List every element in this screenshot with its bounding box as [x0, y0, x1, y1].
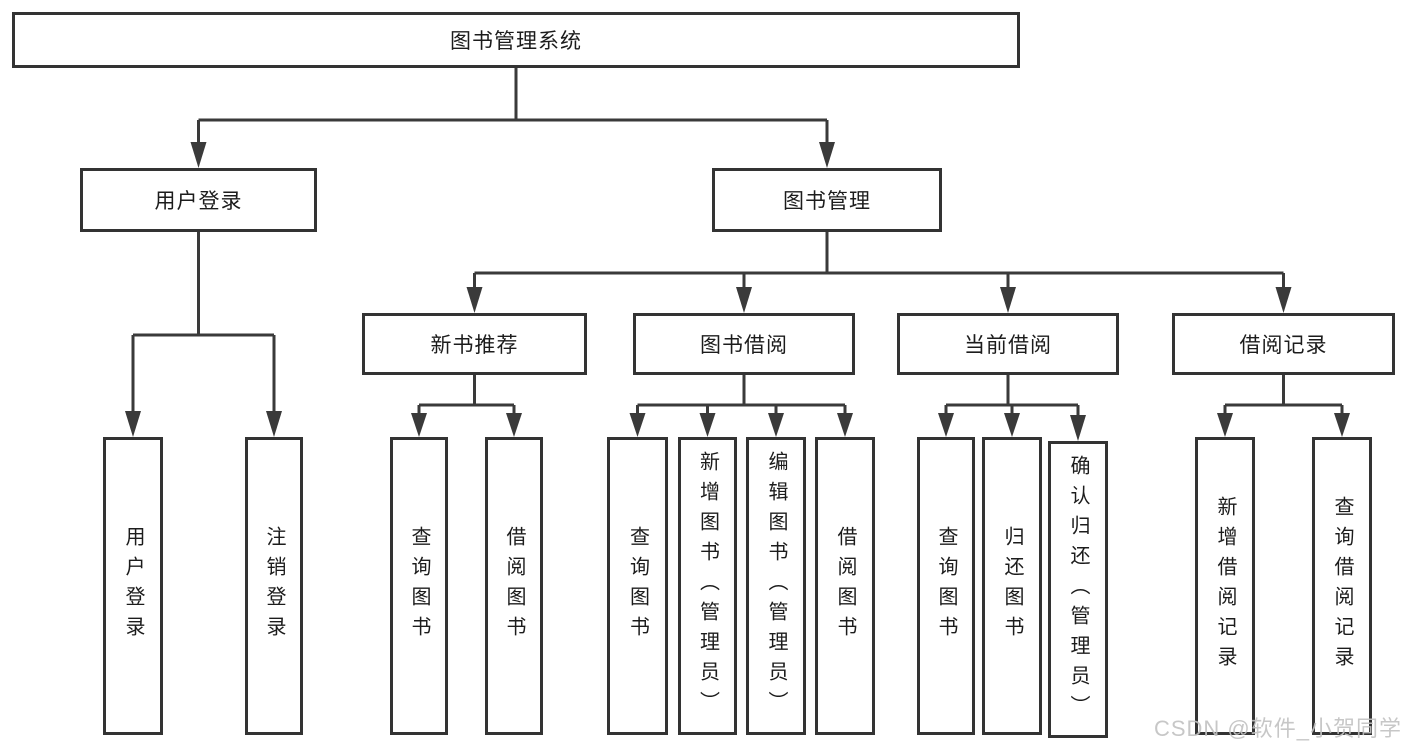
node-nb-borrow: 借阅图书: [485, 437, 543, 735]
node-login-op: 用户登录: [103, 437, 163, 735]
node-label: 查询借阅记录: [1331, 496, 1353, 676]
node-root: 图书管理系统: [12, 12, 1020, 68]
arrowhead-icon: [1000, 287, 1016, 313]
node-label: 用户登录: [122, 526, 144, 646]
node-label: 用户登录: [154, 190, 243, 213]
arrowhead-icon: [699, 413, 716, 437]
arrowhead-icon: [125, 411, 141, 437]
arrowhead-icon: [1004, 413, 1020, 437]
connector-path: [131, 68, 1344, 417]
arrowhead-icon: [1334, 413, 1350, 437]
node-label: 图书借阅: [700, 334, 788, 357]
arrowhead-icon: [466, 287, 483, 313]
node-borrow-records: 借阅记录: [1172, 313, 1395, 375]
arrowhead-icon: [411, 413, 427, 437]
node-label: 确认归还（管理员）: [1067, 454, 1089, 725]
node-cb-confirm: 确认归还（管理员）: [1048, 441, 1108, 738]
arrowhead-icon: [837, 413, 853, 437]
arrowhead-icon: [1275, 287, 1292, 313]
node-bb-borrow: 借阅图书: [815, 437, 875, 735]
arrowhead-icon: [629, 413, 646, 437]
node-book-mgmt: 图书管理: [712, 168, 942, 232]
node-logout-op: 注销登录: [245, 437, 303, 735]
node-label: 当前借阅: [964, 334, 1052, 357]
arrowhead-icon: [768, 413, 784, 437]
node-br-query: 查询借阅记录: [1312, 437, 1372, 735]
arrowhead-icon: [506, 413, 522, 437]
arrowhead-icon: [1070, 415, 1086, 441]
node-label: 新增借阅记录: [1214, 496, 1236, 676]
arrowhead-icon: [736, 287, 752, 313]
node-bb-edit: 编辑图书（管理员）: [746, 437, 806, 735]
node-label: 查询图书: [626, 526, 649, 646]
node-label: 注销登录: [263, 526, 285, 646]
arrowhead-icon: [266, 411, 282, 437]
node-label: 归还图书: [1001, 526, 1023, 646]
node-cb-return: 归还图书: [982, 437, 1042, 735]
node-cb-query: 查询图书: [917, 437, 975, 735]
watermark: CSDN @软件_小贺同学: [1153, 716, 1402, 741]
node-bb-add: 新增图书（管理员）: [678, 437, 737, 735]
arrowhead-icon: [190, 142, 207, 168]
node-label: 借阅图书: [834, 526, 856, 646]
node-label: 编辑图书（管理员）: [765, 451, 787, 721]
node-current-borrow: 当前借阅: [897, 313, 1119, 375]
arrowhead-icon: [1217, 413, 1233, 437]
node-label: 新书推荐: [430, 334, 519, 357]
arrowhead-icon: [938, 413, 954, 437]
node-new-books: 新书推荐: [362, 313, 587, 375]
arrowhead-icon: [819, 142, 835, 168]
node-label: 新增图书（管理员）: [696, 451, 719, 721]
node-label: 图书管理: [783, 190, 871, 213]
node-nb-query: 查询图书: [390, 437, 448, 735]
node-label: 借阅记录: [1239, 334, 1328, 357]
node-label: 查询图书: [408, 526, 430, 646]
node-label: 图书管理系统: [450, 30, 582, 53]
node-label: 查询图书: [935, 526, 957, 646]
node-book-borrow: 图书借阅: [633, 313, 855, 375]
node-user-login: 用户登录: [80, 168, 317, 232]
node-bb-query: 查询图书: [607, 437, 668, 735]
node-br-add: 新增借阅记录: [1195, 437, 1255, 735]
node-label: 借阅图书: [503, 526, 525, 646]
